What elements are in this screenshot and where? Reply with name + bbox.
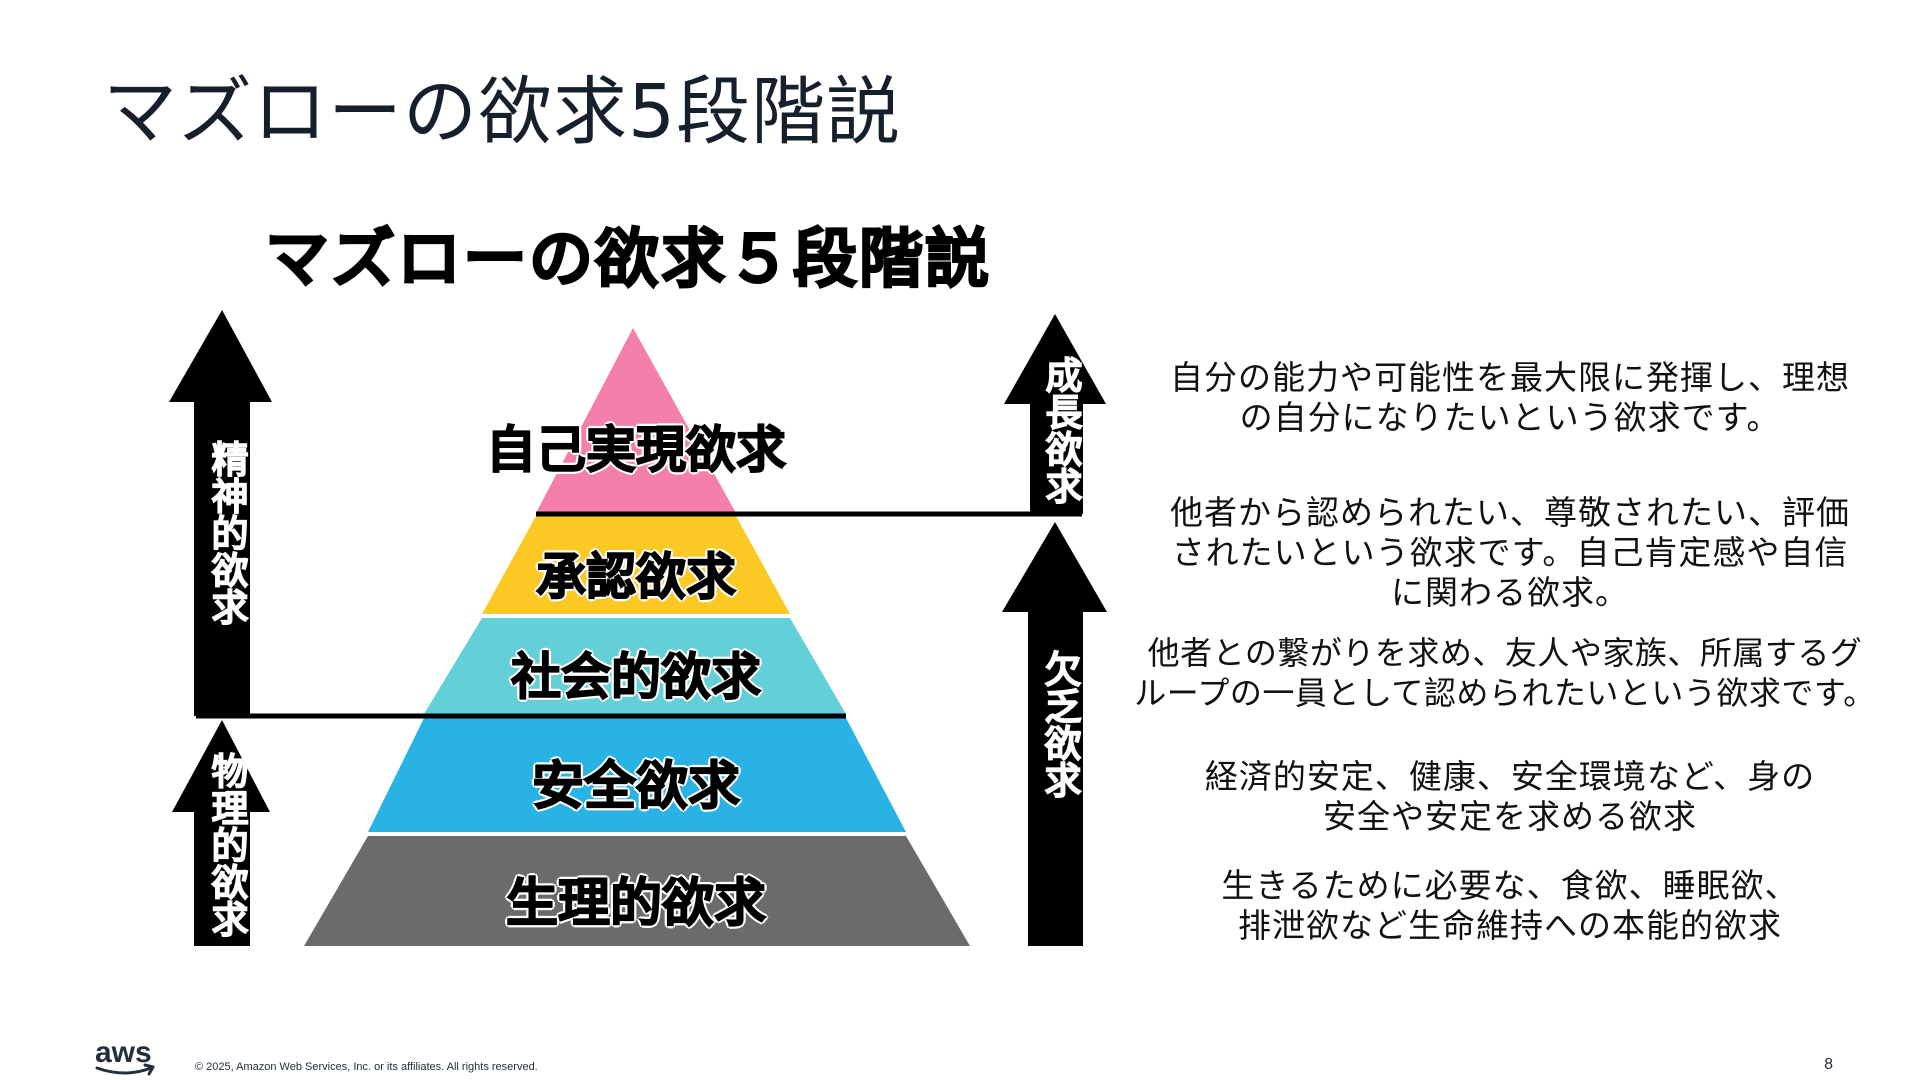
page-number: 8 bbox=[1824, 1056, 1833, 1073]
description-line: 他者から認められたい、尊敬されたい、評価 bbox=[1170, 493, 1850, 532]
description-line: 生きるために必要な、食欲、睡眠欲、 bbox=[1221, 866, 1799, 905]
description-self-actualization: 自分の能力や可能性を最大限に発揮し、理想 の自分になりたいという欲求です。 bbox=[1130, 358, 1890, 438]
description-esteem: 他者から認められたい、尊敬されたい、評価 されたいという欲求です。自己肯定感や自… bbox=[1130, 493, 1890, 613]
diagram-title: マズローの欲求５段階説 bbox=[264, 222, 991, 298]
right-arrow-label-growth: 成長欲求 bbox=[1039, 356, 1083, 505]
layer-label-esteem: 承認欲求 bbox=[535, 547, 737, 607]
right-arrow-deficiency bbox=[1002, 522, 1107, 946]
description-line: 自分の能力や可能性を最大限に発揮し、理想 bbox=[1170, 358, 1850, 397]
description-social: 他者との繋がりを求め、友人や家族、所属するグ ループの一員として認められたいとい… bbox=[1090, 633, 1920, 713]
pyramid-layer-esteem bbox=[482, 516, 790, 614]
description-line: の自分になりたいという欲求です。 bbox=[1239, 398, 1781, 437]
layer-label-self-actualization: 自己実現欲求 bbox=[485, 420, 787, 480]
description-line: ループの一員として認められたいという欲求です。 bbox=[1134, 674, 1876, 712]
description-line: されたいという欲求です。自己肯定感や自信 bbox=[1171, 533, 1849, 572]
left-arrow-label-physical: 物理的欲求 bbox=[205, 752, 249, 938]
left-arrow-label-mental: 精神的欲求 bbox=[205, 440, 249, 626]
description-physiological: 生きるために必要な、食欲、睡眠欲、 排泄欲など生命維持への本能的欲求 bbox=[1130, 866, 1890, 946]
aws-logo-text: aws bbox=[95, 1038, 152, 1069]
right-arrow-label-deficiency: 欠乏欲求 bbox=[1038, 650, 1082, 799]
description-line: 経済的安定、健康、安全環境など、身の bbox=[1204, 757, 1816, 796]
description-line: 他者との繋がりを求め、友人や家族、所属するグ bbox=[1147, 634, 1863, 672]
layer-label-physiological: 生理的欲求 bbox=[505, 873, 767, 935]
right-arrow-growth bbox=[1004, 314, 1106, 514]
description-line: 安全や安定を求める欲求 bbox=[1323, 797, 1697, 836]
description-safety: 経済的安定、健康、安全環境など、身の 安全や安定を求める欲求 bbox=[1130, 757, 1890, 837]
slide-title: マズローの欲求5段階説 bbox=[103, 69, 902, 155]
left-arrow-mental bbox=[169, 310, 272, 716]
aws-logo-icon: aws bbox=[95, 1038, 155, 1076]
layer-label-social: 社会的欲求 bbox=[510, 647, 762, 707]
pyramid-layer-self-actualization bbox=[536, 328, 736, 513]
pyramid-layer-social bbox=[424, 618, 846, 714]
left-arrow-physical bbox=[172, 720, 270, 946]
description-line: 排泄欲など生命維持への本能的欲求 bbox=[1238, 906, 1782, 945]
copyright-notice: © 2025, Amazon Web Services, Inc. or its… bbox=[195, 1061, 538, 1073]
layer-label-safety: 安全欲求 bbox=[531, 756, 741, 818]
pyramid-layer-safety bbox=[368, 718, 906, 832]
pyramid-layer-physiological bbox=[304, 836, 970, 946]
description-line: に関わる欲求。 bbox=[1391, 573, 1629, 612]
